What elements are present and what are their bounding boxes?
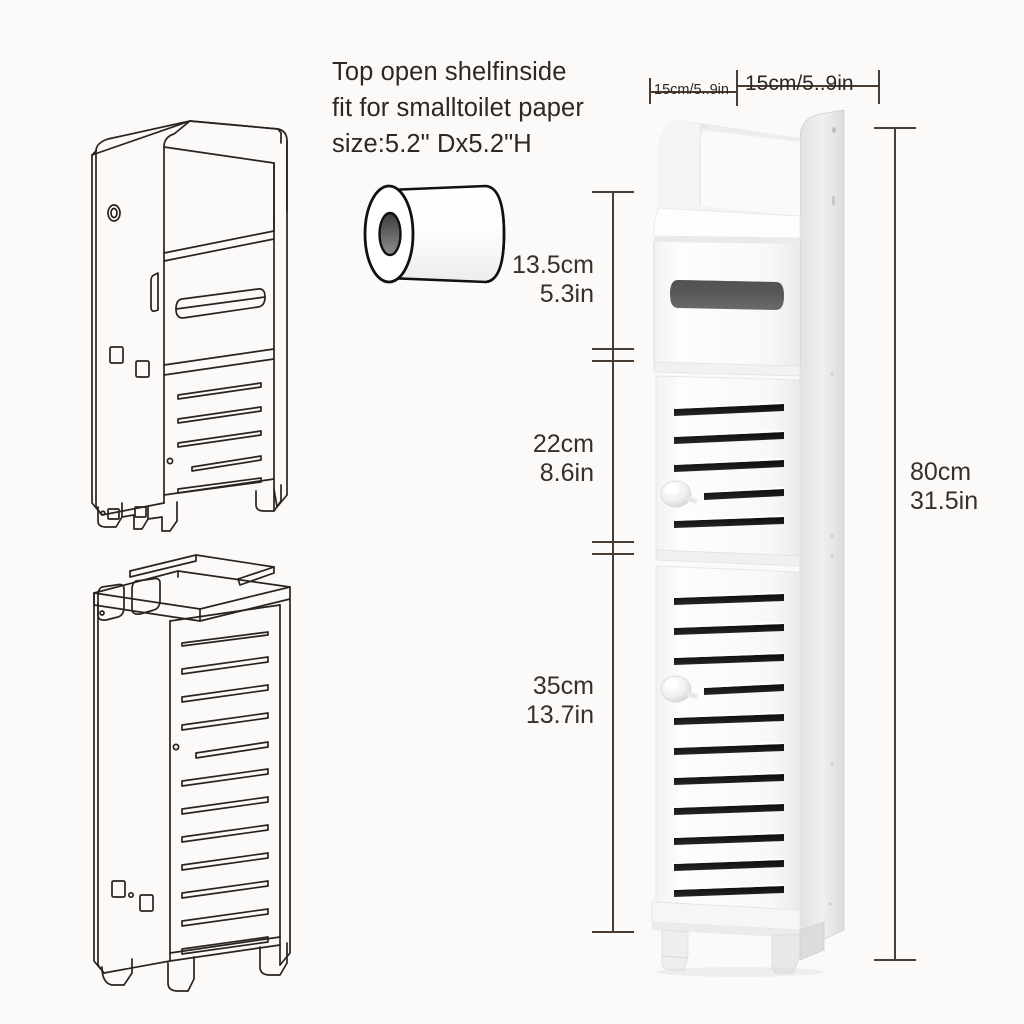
dimension-bottom-cm: 35cm [532, 672, 594, 700]
dimension-top-in: 5.3in [539, 280, 594, 308]
dimension-tick-top [592, 191, 634, 193]
toilet-paper-roll-illustration [358, 168, 518, 303]
width-dimension-label: 15cm/5..9in [745, 72, 854, 95]
dimension-tick-2 [592, 541, 634, 543]
dimension-tick-1b [592, 360, 634, 362]
product-caption: Top open shelfinside fit for smalltoilet… [332, 54, 622, 162]
total-height-axis-line [894, 128, 896, 960]
total-height-cm: 80cm [910, 458, 972, 486]
total-height-in: 31.5in [910, 487, 979, 515]
depth-dimension-label: 15cm/5..9in [654, 82, 729, 98]
caption-line-2: fit for smalltoilet paper [332, 94, 584, 122]
dimension-tick-2b [592, 553, 634, 555]
line-drawing-inverted-perspective [78, 543, 324, 993]
depth-tick-left [649, 78, 651, 104]
total-height-tick-bottom [874, 959, 916, 961]
dimension-tick-1 [592, 348, 634, 350]
line-drawing-front-perspective [78, 103, 324, 535]
depth-dimension-line [650, 91, 738, 93]
dimension-tick-bottom [592, 931, 634, 933]
dimension-mid-cm: 22cm [532, 430, 594, 458]
width-tick-right [878, 70, 880, 104]
dimension-label-mid-section: 22cm 8.6in [470, 430, 594, 488]
dimension-label-top-section: 13.5cm 5.3in [470, 251, 594, 309]
caption-line-1: Top open shelfinside [332, 58, 567, 86]
caption-line-3: size:5.2" Dx5.2"H [332, 130, 532, 158]
dimension-top-cm: 13.5cm [512, 251, 594, 279]
total-height-tick-top [874, 127, 916, 129]
dimension-label-bottom-section: 35cm 13.7in [460, 672, 594, 730]
width-dimension-line [736, 85, 880, 87]
dimension-bottom-in: 13.7in [525, 701, 594, 729]
dimension-mid-in: 8.6in [539, 459, 594, 487]
depth-tick-right [736, 70, 738, 106]
dimension-axis-vertical-line [612, 192, 614, 932]
total-height-label: 80cm 31.5in [910, 458, 1024, 516]
product-photo-cabinet [648, 104, 878, 977]
